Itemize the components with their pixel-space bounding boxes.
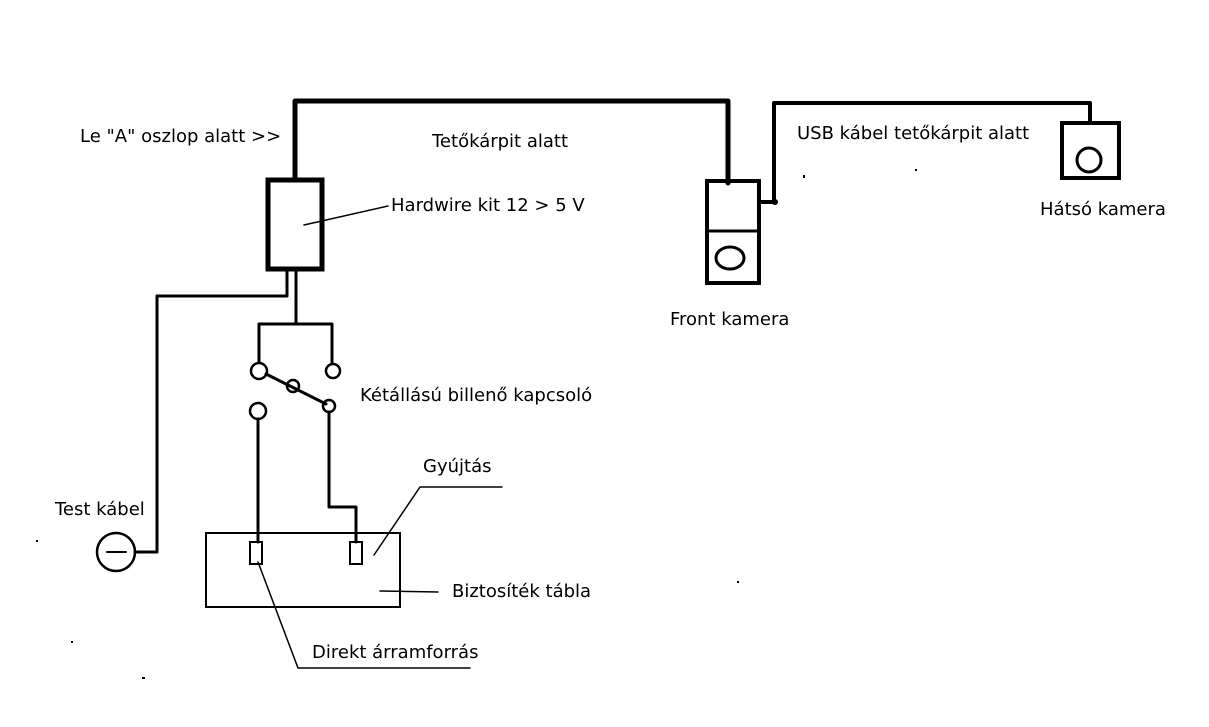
fuse-box-label: Biztosíték tábla [452,581,592,602]
switch-lever [264,372,328,406]
switch-terminal-bottom-right [321,398,337,414]
switch-feed-wire-right [294,322,334,364]
switch-terminal-top-left [249,361,269,381]
usb-wire [758,101,1092,204]
headliner-label: Tetőkárpit alatt [432,131,569,152]
direct-power-label: Direkt árramforrás [312,642,479,663]
ignition-pointer [373,486,503,556]
hardwire-kit-label: Hardwire kit 12 > 5 V [391,195,585,216]
fuse-box-pointer [379,590,439,593]
switch-terminal-bottom-left [248,401,268,421]
front-camera-lens-icon [714,245,746,271]
front-camera-label: Front kamera [670,309,790,330]
ignition-wire [327,410,358,544]
stray-marks [36,169,917,679]
hardwire-kit-pointer [303,205,389,226]
fuse-ignition [349,541,363,565]
rear-camera-label: Hátsó kamera [1040,199,1166,220]
hardwire-kit-box [265,177,325,272]
rear-camera-body [1060,121,1121,180]
ground-terminal-icon [95,531,137,573]
fuse-box [205,532,401,608]
usb-connector-dot [772,199,778,205]
test-cable-wire [133,269,289,554]
fuse-direct [249,541,263,565]
headliner-wire [292,98,731,186]
toggle-switch-label: Kétállású billenő kapcsoló [360,385,593,406]
direct-power-pointer [257,561,471,669]
switch-terminal-top-right [324,362,342,380]
a-pillar-label: Le "A" oszlop alatt >> [80,126,282,147]
switch-feed-wire [257,269,298,364]
ignition-label: Gyújtás [423,456,492,477]
rear-camera-lens-icon [1075,146,1103,174]
usb-cable-label: USB kábel tetőkárpit alatt [797,123,1030,144]
test-cable-label: Test kábel [55,499,145,520]
